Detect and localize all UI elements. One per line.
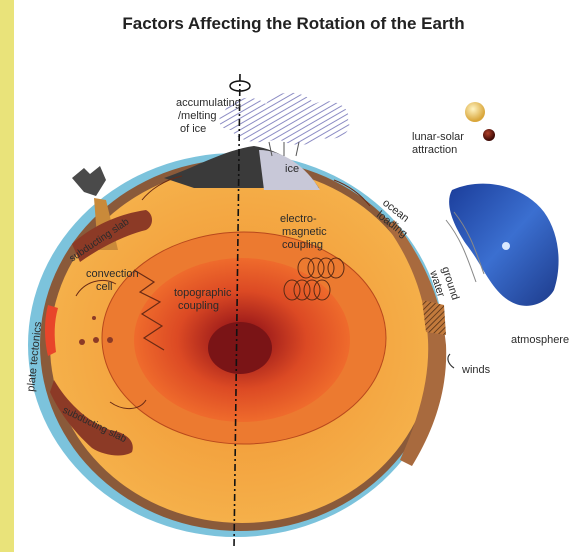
label-magnetic: magnetic [282,226,327,238]
atmosphere-sun-glow [502,242,510,250]
label-attraction: attraction [412,144,457,156]
label-accumulating: accumulating [176,97,241,109]
label-electro: electro- [280,213,317,225]
label-convection: convection [86,268,139,280]
winds-arrow [448,354,454,368]
volcano-smoke [72,166,106,196]
label-of-ice: of ice [180,123,206,135]
label-topographic: topographic [174,287,232,299]
sun-icon [465,102,485,122]
label-ice: ice [285,163,299,175]
earth-rotation-diagram: accumulating /melting of ice ice lunar-s… [14,0,573,552]
label-topo-coupling: coupling [178,300,219,312]
label-atmosphere: atmosphere [511,334,569,346]
moon-icon [483,129,495,141]
label-melting: /melting [178,110,217,122]
label-cell: cell [96,281,113,293]
diagram-frame: Factors Affecting the Rotation of the Ea… [14,0,573,552]
label-lunar-solar: lunar-solar [412,131,464,143]
label-em-coupling: coupling [282,239,323,251]
inner-core [208,322,272,374]
label-winds: winds [461,364,491,376]
